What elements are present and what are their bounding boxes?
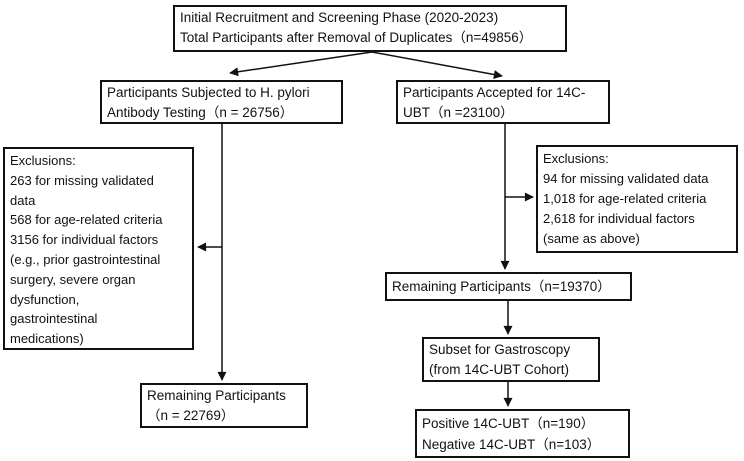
text-line: Participants Subjected to H. pylori (107, 85, 310, 100)
box-14c-ubt-accepted: Participants Accepted for 14C- UBT（n =231… (396, 80, 610, 124)
box-exclusions-ubt: Exclusions: 94 for missing validated data… (536, 145, 738, 253)
text-line: surgery, severe organ (10, 271, 136, 287)
text-line: 263 for missing validated (10, 172, 154, 188)
arrow-initial-to-ubt (371, 51, 503, 79)
text-line: Remaining Participants (147, 388, 286, 403)
text-line: data (10, 192, 36, 208)
box-ubt-results: Positive 14C-UBT（n=190） Negative 14C-UBT（… (415, 409, 630, 458)
text-line: (e.g., prior gastrointestinal (10, 251, 161, 267)
text-line: 94 for missing validated data (543, 171, 709, 186)
box-exclusions-hp: Exclusions: 263 for missing validated data… (3, 147, 194, 350)
text-line: dysfunction, (10, 291, 80, 307)
text-line: UBT（n =23100） (403, 105, 514, 120)
text-line: Remaining Participants（n=19370） (392, 279, 611, 294)
text-line: Positive 14C-UBT（n=190） (422, 416, 595, 431)
text-line: (same as above) (543, 231, 640, 246)
text-line: Initial Recruitment and Screening Phase … (180, 10, 499, 25)
text-line: 1,018 for age-related criteria (543, 191, 707, 206)
box-remaining-ubt: Remaining Participants（n=19370） (385, 272, 632, 301)
box-remaining-hp: Remaining Participants （n = 22769） (140, 383, 308, 428)
text-line: 3156 for individual factors (10, 232, 159, 248)
text-line: gastrointestinal (10, 311, 98, 327)
text-line: Exclusions: (10, 153, 76, 168)
text-line: medications) (10, 331, 84, 347)
text-line: Exclusions: (543, 151, 609, 166)
text-line: Participants Accepted for 14C- (403, 85, 586, 100)
text-line: Negative 14C-UBT（n=103） (422, 437, 601, 452)
text-line: 568 for age-related criteria (10, 212, 163, 228)
box-gastroscopy-subset: Subset for Gastroscopy (from 14C-UBT Coho… (422, 337, 600, 382)
text-line: Antibody Testing（n = 26756） (107, 105, 294, 120)
text-line: (from 14C-UBT Cohort) (429, 362, 570, 377)
text-line: Total Participants after Removal of Dupl… (180, 30, 533, 45)
text-line: Subset for Gastroscopy (429, 342, 571, 357)
text-line: （n = 22769） (147, 408, 235, 423)
box-initial-recruitment: Initial Recruitment and Screening Phase … (173, 5, 567, 52)
text-line: 2,618 for individual factors (543, 211, 695, 226)
arrow-initial-to-hp (229, 51, 373, 77)
